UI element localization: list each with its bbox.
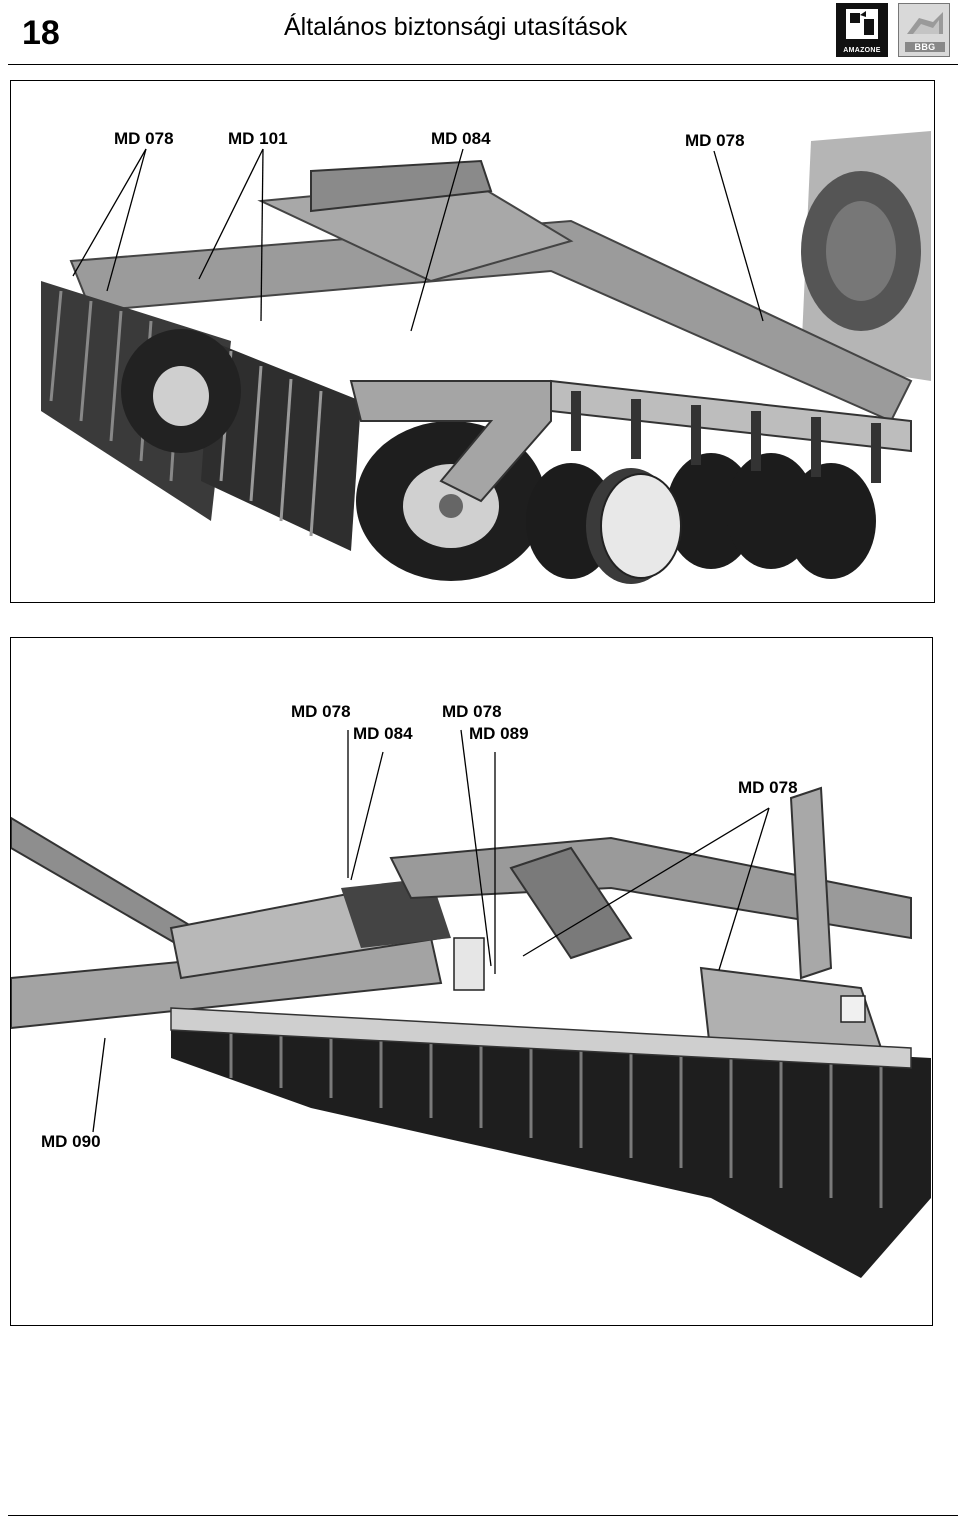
figure-disc-harrow-rear-view: MD 078 MD 101 MD 084 MD 078 (10, 80, 935, 603)
callout-md-078-left: MD 078 (114, 129, 174, 148)
bbg-emblem-icon (907, 12, 943, 34)
bbg-logo: BBG (898, 3, 950, 57)
callout-md-089: MD 089 (469, 724, 529, 743)
callout-md-078-right: MD 078 (685, 131, 745, 150)
callout-md-078-a: MD 078 (291, 702, 351, 721)
callout-md-078-b: MD 078 (442, 702, 502, 721)
page-title: Általános biztonsági utasítások (284, 13, 628, 41)
callout-md-078-c: MD 078 (738, 778, 798, 797)
callout-md-090: MD 090 (41, 1132, 101, 1151)
footer-rule (8, 1515, 958, 1516)
bbg-logo-text: BBG (905, 42, 945, 52)
figure-disc-harrow-side-view: MD 078 MD 084 MD 078 MD 089 MD 078 MD 09… (10, 637, 933, 1326)
header-rule (8, 64, 958, 65)
disc-harrow-photo-illustration (41, 131, 931, 584)
amazone-logo: AMAZONE (836, 3, 888, 57)
amazone-emblem-icon (846, 9, 878, 39)
page-number: 18 (22, 14, 60, 52)
callout-md-084: MD 084 (353, 724, 413, 743)
callout-md-084: MD 084 (431, 129, 491, 148)
callout-md-101: MD 101 (228, 129, 288, 148)
page-header: 18 Általános biztonsági utasítások AMAZO… (0, 0, 960, 66)
amazone-logo-text: AMAZONE (843, 47, 881, 54)
disc-harrow-side-photo-illustration (11, 729, 931, 1278)
